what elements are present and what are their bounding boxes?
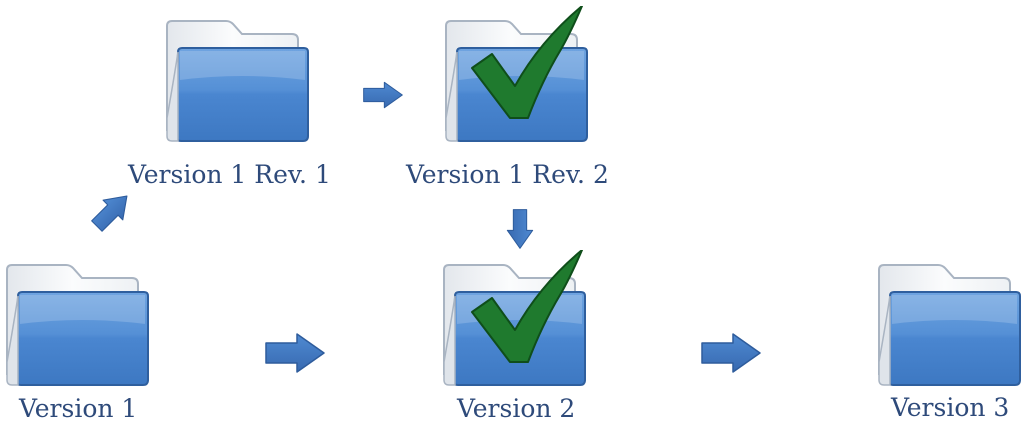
arrow-icon — [700, 333, 762, 373]
node-version-1 — [4, 262, 150, 388]
node-version-3 — [876, 262, 1022, 388]
node-label: Version 1 Rev. 1 — [128, 160, 331, 189]
arrow-icon — [363, 81, 403, 109]
node-label: Version 2 — [457, 394, 576, 423]
folder-icon — [4, 262, 150, 388]
folder-icon — [876, 262, 1022, 388]
checkmark-icon — [470, 250, 590, 365]
arrow-icon — [506, 209, 534, 249]
node-version-1-rev-1 — [164, 18, 310, 144]
node-label: Version 1 Rev. 2 — [406, 160, 609, 189]
arrow-icon — [86, 185, 138, 237]
arrow-icon — [264, 333, 326, 373]
checkmark-icon — [470, 6, 590, 121]
node-label: Version 1 — [19, 394, 138, 423]
folder-icon — [164, 18, 310, 144]
node-label: Version 3 — [891, 393, 1010, 422]
